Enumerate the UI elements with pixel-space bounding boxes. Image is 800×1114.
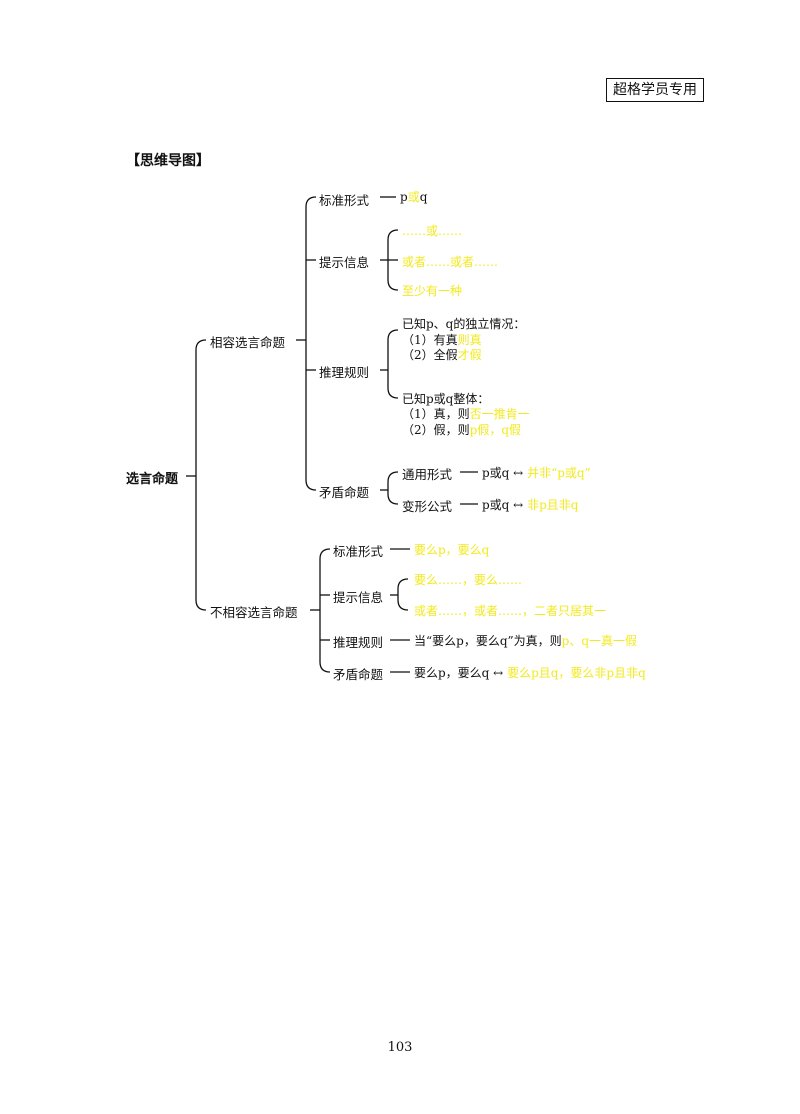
compat-rule-label: 推理规则: [319, 365, 370, 380]
root-node: 选言命题: [126, 472, 179, 487]
incompat-hint-item: 或者……，或者……，二者只居其一: [414, 604, 607, 618]
rule-group1-line: （1）有真则真: [402, 333, 482, 347]
incompat-hint-item: 要么……，要么……: [414, 573, 523, 587]
incompatible-node: 不相容选言命题: [210, 605, 298, 620]
rule-group2-line: （2）假，则p假，q假: [402, 423, 522, 437]
incompat-rule-content: 当“要么p，要么q”为真，则p、q一真一假: [414, 634, 638, 648]
section-heading: 【思维导图】: [126, 153, 210, 169]
incompat-standard-label: 标准形式: [333, 544, 384, 559]
incompat-contra-label: 矛盾命题: [333, 667, 384, 682]
page-number: 103: [387, 1040, 413, 1055]
compatible-node: 相容选言命题: [210, 335, 286, 350]
incompat-hint-label: 提示信息: [333, 590, 384, 605]
compat-hint-label: 提示信息: [319, 255, 370, 270]
rule-group1-line: （2）全假才假: [402, 348, 482, 362]
incompat-standard-content: 要么p，要么q: [414, 543, 490, 557]
compat-standard-content: p或q: [400, 190, 428, 204]
rule-group2-line: （1）真，则否一推肯一: [402, 407, 530, 421]
incompat-rule-label: 推理规则: [333, 635, 384, 650]
compat-hint-item: 至少有一种: [402, 284, 463, 298]
contra-general-label: 通用形式: [402, 467, 453, 482]
contra-transform-formula: p或q ↔ 非p且非q: [482, 498, 579, 512]
compat-contra-label: 矛盾命题: [319, 485, 370, 500]
compat-hint-item: 或者……或者……: [402, 255, 499, 269]
incompat-contra-content: 要么p，要么q ↔ 要么p且q，要么非p且非q: [414, 666, 646, 680]
compat-standard-label: 标准形式: [319, 193, 370, 208]
compat-hint-item: ……或……: [402, 224, 463, 238]
member-only-badge: 超格学员专用: [606, 78, 704, 102]
contra-general-formula: p或q ↔ 并非“p或q”: [482, 466, 591, 480]
contra-transform-label: 变形公式: [402, 499, 453, 514]
rule-group2-title: 已知p或q整体：: [402, 392, 490, 406]
rule-group1-title: 已知p、q的独立情况：: [402, 317, 526, 331]
